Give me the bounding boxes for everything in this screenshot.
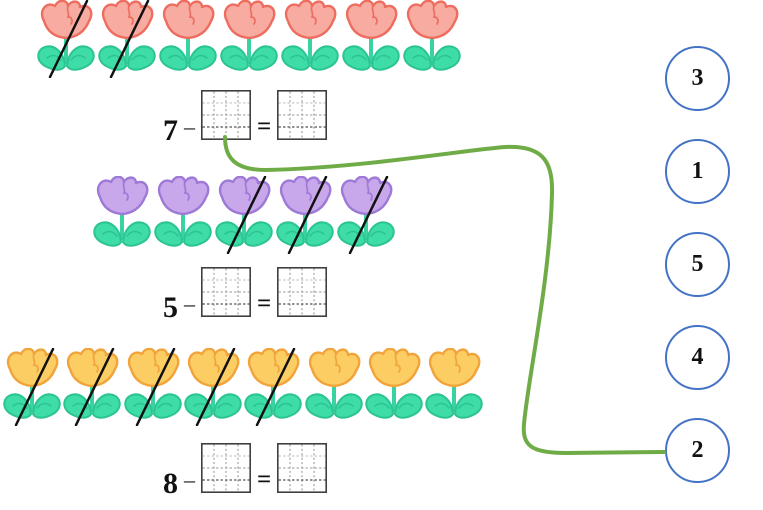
yellow-flower-icon (184, 347, 242, 427)
equals-sign: = (257, 290, 272, 317)
yellow-flower-icon (124, 347, 182, 427)
answer-grid-box-icon (277, 267, 328, 318)
flower (96, 0, 158, 79)
flower (218, 0, 280, 78)
purple-flower-icon (276, 175, 334, 255)
flower (340, 0, 402, 78)
yellow-flower-icon (365, 347, 423, 419)
flower-row-2 (0, 175, 763, 255)
strike-line (74, 347, 115, 427)
answer-grid-box-icon (277, 443, 328, 494)
answer-option-4[interactable]: 4 (665, 325, 730, 390)
yellow-flower-icon (3, 347, 61, 427)
flower (157, 0, 219, 78)
minus-sign: – (184, 114, 195, 139)
pink-flower-icon (159, 0, 217, 71)
flower (61, 347, 123, 427)
subtrahend-box[interactable] (201, 90, 252, 141)
pink-flower-icon (98, 0, 156, 79)
minuend: 8 (163, 467, 178, 500)
answer-grid-box-icon (201, 90, 252, 141)
flower (401, 0, 463, 78)
flower (152, 175, 214, 254)
answer-option-3[interactable]: 3 (665, 46, 730, 111)
pink-flower-icon (220, 0, 278, 71)
answer-option-1[interactable]: 1 (665, 139, 730, 204)
difference-box[interactable] (277, 443, 328, 494)
pink-flower-icon (37, 0, 95, 79)
flower (274, 175, 336, 255)
minuend: 7 (163, 114, 178, 147)
equation-2: 5 – = (163, 265, 328, 323)
flower (279, 0, 341, 78)
flower (1, 347, 63, 427)
equation-3: 8 – = (163, 441, 328, 499)
flower (242, 347, 304, 427)
flower (303, 347, 365, 426)
strike-line (109, 0, 150, 79)
subtrahend-box[interactable] (201, 267, 252, 318)
difference-box[interactable] (277, 267, 328, 318)
answer-option-2[interactable]: 2 (665, 418, 730, 483)
purple-flower-icon (337, 175, 395, 255)
flower (213, 175, 275, 255)
strike-line (14, 347, 55, 427)
flower-row-3 (0, 347, 763, 427)
purple-flower-icon (215, 175, 273, 255)
pink-flower-icon (403, 0, 461, 71)
yellow-flower-icon (305, 347, 363, 419)
yellow-flower-icon (63, 347, 121, 427)
minus-sign: – (184, 291, 195, 316)
strike-line (48, 0, 89, 79)
equation-1: 7 – = (163, 88, 328, 146)
yellow-flower-icon (244, 347, 302, 427)
yellow-flower-icon (425, 347, 483, 419)
pink-flower-icon (281, 0, 339, 71)
flower (423, 347, 485, 426)
minuend: 5 (163, 291, 178, 324)
flower (122, 347, 184, 427)
minus-sign: – (184, 467, 195, 492)
pink-flower-icon (342, 0, 400, 71)
answer-grid-box-icon (201, 267, 252, 318)
flower-row-1 (0, 0, 763, 79)
difference-box[interactable] (277, 90, 328, 141)
answer-grid-box-icon (277, 90, 328, 141)
answer-options: 3 1 5 4 2 (665, 46, 730, 483)
strike-line (135, 347, 176, 427)
flower (91, 175, 153, 254)
subtrahend-box[interactable] (201, 443, 252, 494)
flower (335, 175, 397, 255)
flower (35, 0, 97, 79)
flower (363, 347, 425, 426)
answer-grid-box-icon (201, 443, 252, 494)
answer-option-5[interactable]: 5 (665, 232, 730, 297)
equals-sign: = (257, 113, 272, 140)
equals-sign: = (257, 466, 272, 493)
purple-flower-icon (154, 175, 212, 247)
flower (182, 347, 244, 427)
purple-flower-icon (93, 175, 151, 247)
